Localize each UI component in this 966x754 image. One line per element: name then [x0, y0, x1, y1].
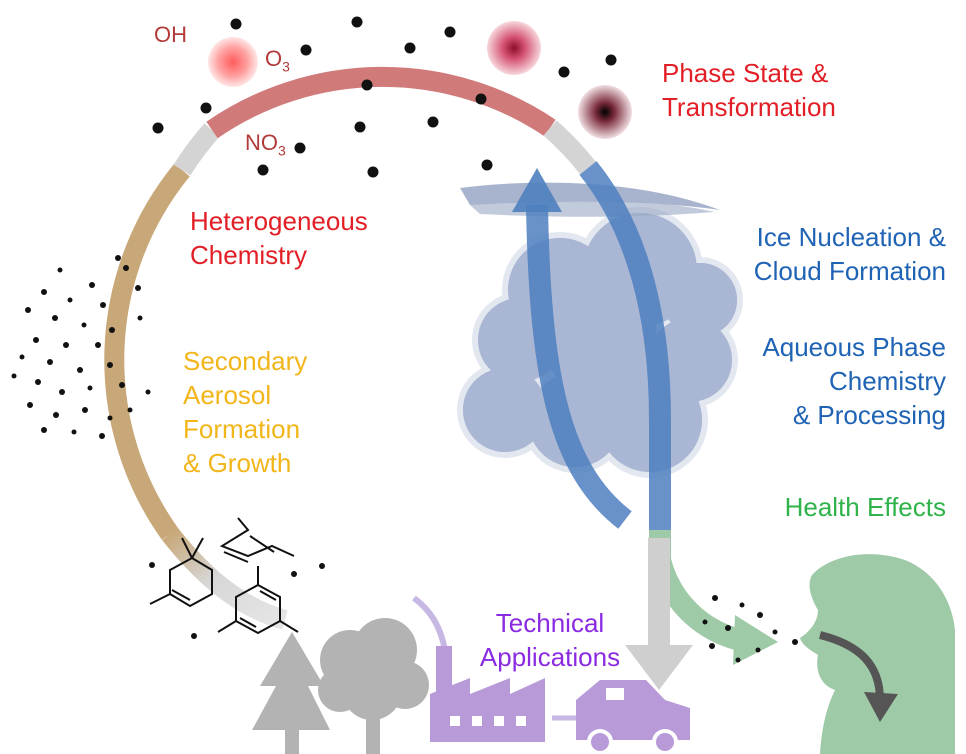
down-arrowhead-icon: [625, 645, 693, 690]
technical-applications-label: Technical Applications: [479, 608, 621, 672]
heterogeneous-chemistry-label: Heterogeneous Chemistry: [190, 206, 368, 270]
secondary-aerosol-label: Secondary Aerosol Formation & Growth: [183, 346, 308, 478]
cloud-cycle-arrows: [512, 161, 671, 530]
process-arc: [104, 66, 596, 630]
car-icon: [552, 680, 690, 754]
factory-icon: [412, 595, 545, 742]
up-arrowhead-icon: [512, 168, 562, 212]
breath-arrow: [819, 631, 884, 701]
particle-dots-left: [11, 255, 151, 439]
breath-arrowhead-icon: [864, 692, 898, 722]
gray-arc-segment-right: [543, 120, 596, 175]
aerosol-particle-black-core: [578, 85, 632, 139]
molecule-dots: [149, 562, 325, 639]
right-arrowhead-icon: [733, 615, 778, 665]
phase-state-label: Phase State & Transformation: [662, 58, 836, 122]
no3-label: NO3: [245, 130, 286, 159]
red-arc-segment: [206, 66, 556, 139]
oh-radical-blob: [208, 37, 258, 87]
particle-dots-top: [152, 16, 617, 178]
oh-label: OH: [154, 22, 187, 47]
health-effects-arrow: [649, 530, 778, 665]
aqueous-phase-label: Aqueous Phase Chemistry & Processing: [762, 332, 946, 430]
tree-deciduous-icon: [318, 618, 429, 754]
aerosol-particle-dark-red: [487, 21, 541, 75]
health-effects-label: Health Effects: [784, 492, 946, 522]
gray-arc-bottom: [162, 527, 288, 630]
o3-label: O3: [265, 46, 290, 75]
inhaled-particles: [702, 595, 798, 663]
blue-arrow-up: [526, 204, 632, 529]
ice-nucleation-label: Ice Nucleation & Cloud Formation: [753, 222, 946, 286]
molecule-structures: [149, 517, 299, 635]
tan-arc-segment: [104, 163, 190, 540]
technical-applications-arrow: [625, 538, 693, 690]
human-head-icon: [800, 554, 955, 754]
blue-arrow-down: [579, 161, 671, 530]
tree-conifer-icon: [252, 632, 330, 754]
gray-arc-segment-left: [173, 123, 220, 176]
